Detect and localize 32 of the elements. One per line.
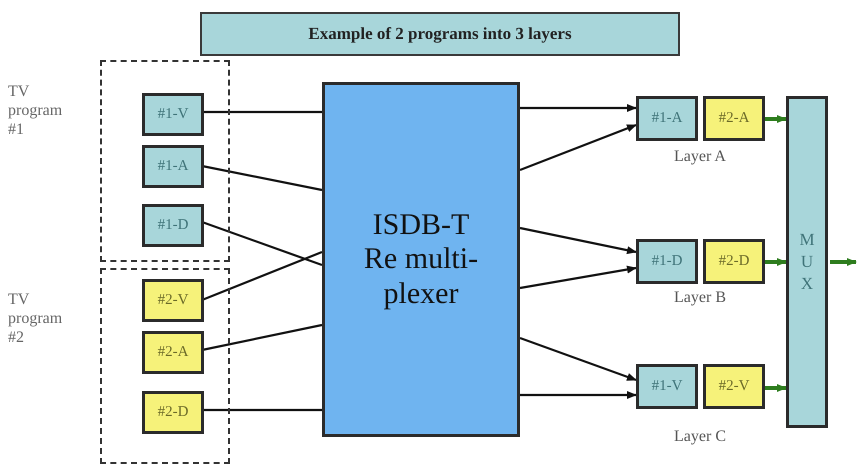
stream-box: #1-D (636, 239, 698, 284)
arrow (765, 115, 787, 123)
stream-box: #1-D (142, 204, 204, 247)
arrow (765, 384, 787, 392)
arrow (830, 258, 857, 266)
arrow (520, 336, 637, 382)
arrow (520, 266, 637, 290)
program-label: TV program #2 (8, 290, 64, 348)
arrow (765, 258, 787, 266)
stream-box: #1-A (636, 96, 698, 141)
layer-label: Layer C (674, 428, 726, 446)
connector-line (202, 110, 322, 114)
stream-box: #2-V (142, 279, 204, 322)
stream-box: #2-A (703, 96, 765, 141)
stream-box: #1-V (142, 93, 204, 136)
layer-label: Layer B (674, 289, 726, 307)
arrow (520, 391, 637, 399)
connector-line (202, 408, 322, 412)
title-banner: Example of 2 programs into 3 layers (200, 12, 680, 56)
arrow (520, 104, 637, 112)
multiplexer-box: ISDB-T Re multi-plexer (322, 82, 520, 437)
stream-box: #2-V (703, 364, 765, 409)
stream-box: #2-A (142, 331, 204, 374)
stream-box: #1-V (636, 364, 698, 409)
stream-box: #1-A (142, 145, 204, 188)
mux-box: MUX (786, 96, 828, 428)
program-label: TV program #1 (8, 82, 64, 140)
arrow (520, 124, 637, 172)
layer-label: Layer A (674, 148, 726, 166)
arrow (520, 226, 637, 254)
stream-box: #2-D (703, 239, 765, 284)
stream-box: #2-D (142, 391, 204, 434)
